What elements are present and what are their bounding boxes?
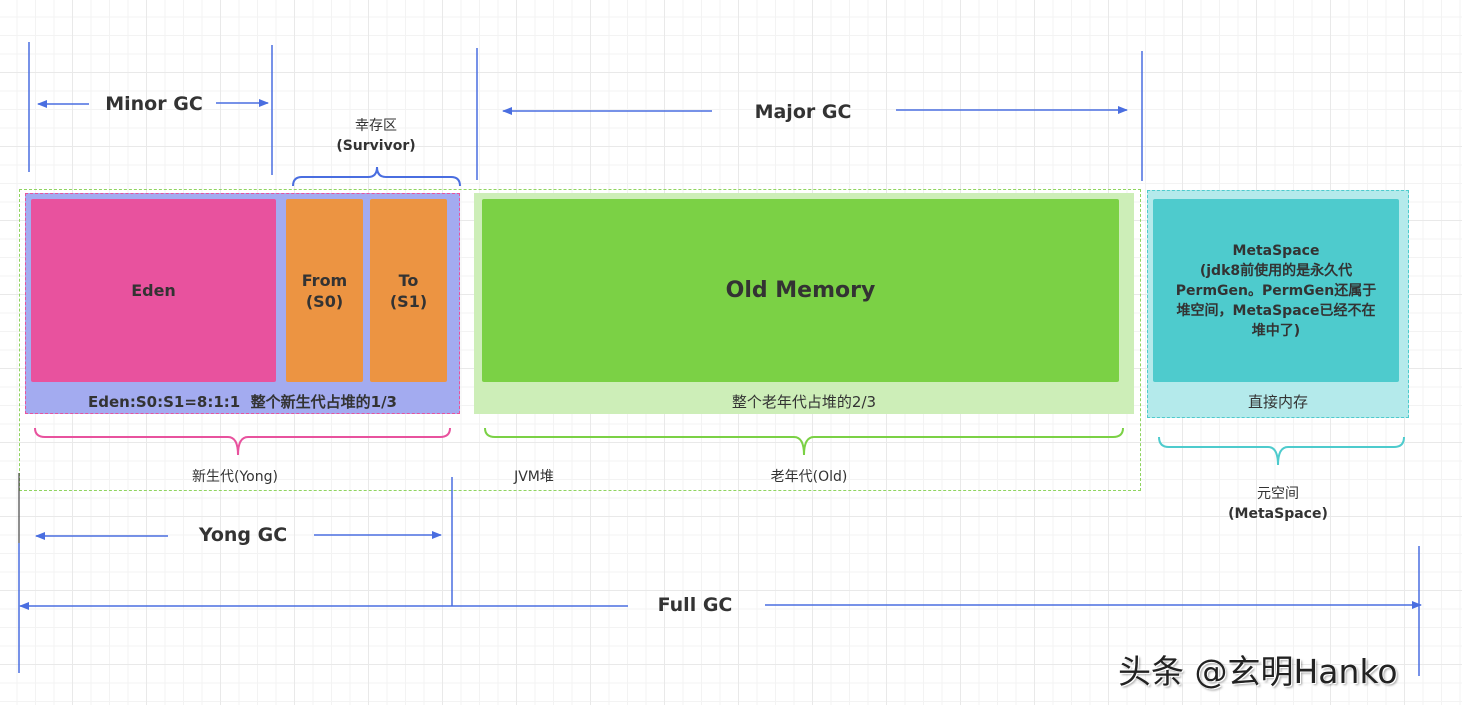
young-generation-label: 新生代(Yong) [192, 469, 278, 485]
eden-label: Eden [131, 281, 176, 300]
survivor-brace-subtitle: (Survivor) [336, 138, 416, 154]
to-label: To [398, 270, 419, 290]
metaspace-brace-title: 元空间 [1257, 486, 1299, 502]
metaspace-block: MetaSpace (jdk8前使用的是永久代 PermGen。PermGen还… [1153, 199, 1399, 382]
old-memory-space: Old Memory [482, 199, 1119, 382]
metaspace-brace-label: 元空间 (MetaSpace) [1208, 484, 1348, 524]
survivor-to-space: To (S1) [370, 199, 447, 382]
metaspace-note-line: 堆中了) [1251, 322, 1301, 339]
survivor-brace-label: 幸存区 (Survivor) [316, 116, 436, 156]
metaspace-brace-subtitle: (MetaSpace) [1228, 506, 1328, 522]
old-generation-caption: 整个老年代占堆的2/3 [731, 393, 877, 411]
watermark: 头条 @玄明Hanko [1118, 652, 1398, 691]
old-generation-label: 老年代(Old) [770, 469, 848, 485]
eden-space: Eden [31, 199, 276, 382]
survivor-from-space: From (S0) [286, 199, 363, 382]
full-gc-label: Full GC [657, 594, 733, 616]
metaspace-note-line: 堆空间，MetaSpace已经不在 [1176, 302, 1376, 319]
jvm-heap-container [19, 189, 1141, 491]
yong-gc-label: Yong GC [198, 524, 288, 546]
survivor-brace [292, 166, 461, 187]
old-memory-label: Old Memory [725, 278, 876, 303]
to-sublabel: (S1) [389, 291, 428, 311]
from-sublabel: (S0) [305, 291, 344, 311]
metaspace-brace [1158, 436, 1405, 466]
major-gc-label: Major GC [754, 101, 852, 123]
metaspace-note-line: (jdk8前使用的是永久代 [1199, 262, 1353, 279]
survivor-brace-title: 幸存区 [355, 118, 397, 134]
metaspace-caption: 直接内存 [1247, 393, 1308, 411]
minor-gc-label: Minor GC [105, 93, 203, 115]
jvm-heap-label: JVM堆 [514, 469, 554, 485]
from-label: From [301, 270, 348, 290]
young-generation-caption: Eden:S0:S1=8:1:1 整个新生代占堆的1/3 [88, 393, 397, 411]
metaspace-title: MetaSpace [1232, 242, 1320, 259]
metaspace-note-line: PermGen。PermGen还属于 [1175, 282, 1377, 299]
